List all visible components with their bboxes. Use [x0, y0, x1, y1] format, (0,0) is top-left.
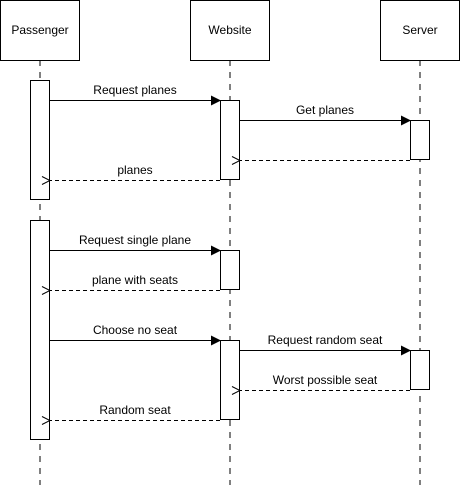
participant-passenger-box [0, 0, 80, 61]
participant-website-box [190, 0, 270, 61]
message-plane-with-seats: plane with seats [50, 273, 220, 291]
message-request-single-plane: Request single plane [50, 233, 221, 256]
message-request-random-seat-label: Request random seat [268, 333, 383, 347]
message-planes: planes [50, 163, 220, 181]
website-activation-1 [220, 100, 240, 180]
passenger-activation-2 [30, 220, 50, 440]
message-random-seat: Random seat [50, 403, 220, 421]
passenger-activation-1 [30, 80, 50, 200]
message-worst-possible-seat-label: Worst possible seat [273, 373, 378, 387]
website-activation-3 [220, 340, 240, 420]
message-choose-no-seat-label: Choose no seat [93, 323, 178, 337]
website-activation-2 [220, 250, 240, 290]
message-choose-no-seat: Choose no seat [50, 323, 221, 346]
participant-server-label: Server [402, 23, 437, 37]
server-activation-2 [410, 350, 430, 390]
message-get-planes: Get planes [240, 103, 411, 126]
participant-website-label: Website [208, 23, 251, 37]
message-request-single-plane-label: Request single plane [79, 233, 191, 247]
message-request-random-seat: Request random seat [240, 333, 411, 356]
participant-passenger: Passenger [0, 0, 80, 61]
message-random-seat-label: Random seat [99, 403, 171, 417]
participant-passenger-label: Passenger [11, 23, 68, 37]
message-request-planes-label: Request planes [93, 83, 176, 97]
message-request-planes: Request planes [50, 83, 221, 106]
message-worst-possible-seat: Worst possible seat [240, 373, 410, 391]
message-get-planes-label: Get planes [296, 103, 354, 117]
participant-server-box [380, 0, 460, 61]
participant-server: Server [380, 0, 460, 61]
server-activation-1 [410, 120, 430, 160]
message-plane-with-seats-label: plane with seats [92, 273, 178, 287]
message-planes-label: planes [117, 163, 152, 177]
participant-website: Website [190, 0, 270, 61]
